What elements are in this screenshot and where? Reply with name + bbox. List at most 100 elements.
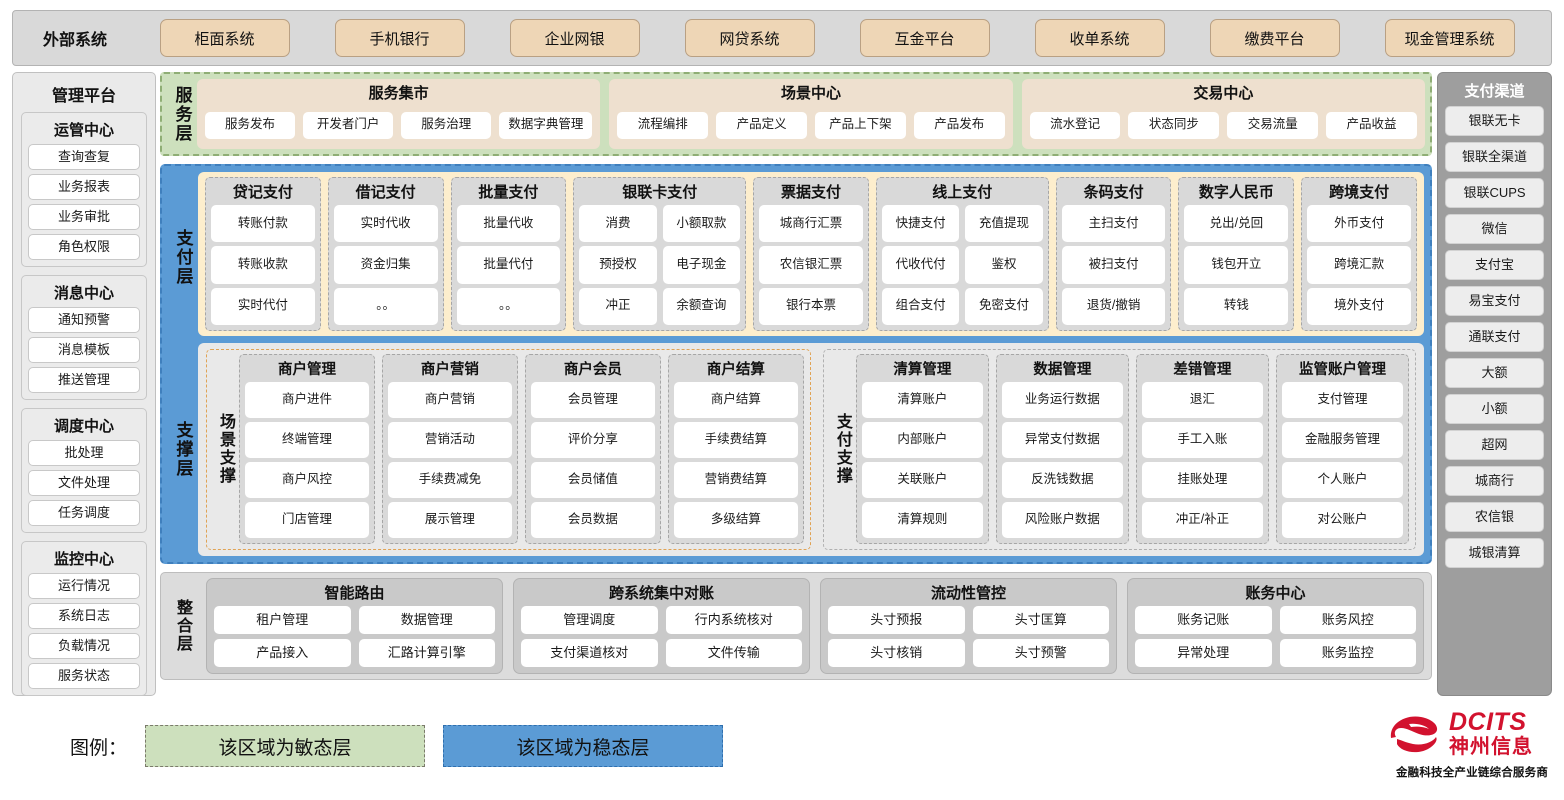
service-item[interactable]: 产品上下架 bbox=[814, 111, 906, 139]
sidebar-item-3-3[interactable]: 服务状态 bbox=[28, 663, 140, 689]
integration-item[interactable]: 文件传输 bbox=[665, 639, 802, 667]
sidebar-item-0-3[interactable]: 角色权限 bbox=[28, 234, 140, 260]
support-item[interactable]: 金融服务管理 bbox=[1281, 422, 1403, 458]
integration-item[interactable]: 产品接入 bbox=[214, 639, 351, 667]
support-item[interactable]: 手工入账 bbox=[1141, 422, 1263, 458]
external-system-chip[interactable]: 柜面系统 bbox=[159, 19, 290, 57]
integration-item[interactable]: 头寸预报 bbox=[828, 606, 965, 634]
sidebar-item-2-2[interactable]: 任务调度 bbox=[28, 500, 140, 526]
support-item[interactable]: 会员管理 bbox=[530, 382, 655, 418]
support-item[interactable]: 个人账户 bbox=[1281, 462, 1403, 498]
support-item[interactable]: 异常支付数据 bbox=[1001, 422, 1123, 458]
support-item[interactable]: 退汇 bbox=[1141, 382, 1263, 418]
sidebar-item-3-0[interactable]: 运行情况 bbox=[28, 573, 140, 599]
payment-item[interactable]: 被扫支付 bbox=[1061, 246, 1166, 284]
support-item[interactable]: 手续费减免 bbox=[387, 462, 512, 498]
payment-channel-item[interactable]: 微信 bbox=[1445, 214, 1544, 244]
external-system-chip[interactable]: 手机银行 bbox=[334, 19, 465, 57]
payment-channel-item[interactable]: 银联全渠道 bbox=[1445, 142, 1544, 172]
support-item[interactable]: 清算规则 bbox=[861, 502, 983, 538]
support-item[interactable]: 冲正/补正 bbox=[1141, 502, 1263, 538]
payment-item[interactable]: 农信银汇票 bbox=[759, 246, 863, 284]
payment-item[interactable]: 鉴权 bbox=[965, 246, 1043, 284]
integration-item[interactable]: 管理调度 bbox=[521, 606, 658, 634]
support-item[interactable]: 会员数据 bbox=[530, 502, 655, 538]
service-item[interactable]: 交易流量 bbox=[1227, 111, 1319, 139]
payment-item[interactable]: 组合支付 bbox=[881, 287, 960, 325]
support-item[interactable]: 展示管理 bbox=[387, 502, 512, 538]
payment-item[interactable]: 。。 bbox=[456, 287, 561, 325]
integration-item[interactable]: 账务记账 bbox=[1135, 606, 1272, 634]
payment-item[interactable]: 批量代付 bbox=[456, 246, 561, 284]
support-item[interactable]: 反洗钱数据 bbox=[1001, 462, 1123, 498]
sidebar-item-1-1[interactable]: 消息模板 bbox=[28, 337, 140, 363]
support-item[interactable]: 门店管理 bbox=[245, 502, 369, 538]
payment-channel-item[interactable]: 大额 bbox=[1445, 358, 1544, 388]
payment-channel-item[interactable]: 通联支付 bbox=[1445, 322, 1544, 352]
payment-item[interactable]: 境外支付 bbox=[1307, 287, 1412, 325]
support-item[interactable]: 清算账户 bbox=[861, 382, 983, 418]
service-item[interactable]: 数据字典管理 bbox=[499, 111, 593, 139]
payment-item[interactable]: 退货/撤销 bbox=[1061, 287, 1166, 325]
payment-item[interactable]: 主扫支付 bbox=[1061, 205, 1166, 243]
service-item[interactable]: 流水登记 bbox=[1029, 111, 1121, 139]
sidebar-item-2-1[interactable]: 文件处理 bbox=[28, 470, 140, 496]
integration-item[interactable]: 租户管理 bbox=[214, 606, 351, 634]
payment-item[interactable]: 免密支付 bbox=[965, 287, 1043, 325]
support-item[interactable]: 支付管理 bbox=[1281, 382, 1403, 418]
sidebar-item-2-0[interactable]: 批处理 bbox=[28, 440, 140, 466]
payment-item[interactable]: 。。 bbox=[333, 287, 438, 325]
sidebar-item-3-2[interactable]: 负载情况 bbox=[28, 633, 140, 659]
payment-item[interactable]: 外币支付 bbox=[1307, 205, 1412, 243]
payment-item[interactable]: 钱包开立 bbox=[1184, 246, 1289, 284]
support-item[interactable]: 风险账户数据 bbox=[1001, 502, 1123, 538]
external-system-chip[interactable]: 网贷系统 bbox=[684, 19, 815, 57]
service-item[interactable]: 服务治理 bbox=[401, 111, 492, 139]
external-system-chip[interactable]: 缴费平台 bbox=[1209, 19, 1340, 57]
payment-item[interactable]: 充值提现 bbox=[965, 205, 1043, 243]
payment-item[interactable]: 小额取款 bbox=[662, 205, 741, 243]
support-item[interactable]: 内部账户 bbox=[861, 422, 983, 458]
integration-item[interactable]: 账务风控 bbox=[1279, 606, 1416, 634]
payment-item[interactable]: 转账收款 bbox=[211, 246, 315, 284]
service-item[interactable]: 产品发布 bbox=[913, 111, 1005, 139]
payment-item[interactable]: 资金归集 bbox=[333, 246, 438, 284]
support-item[interactable]: 商户营销 bbox=[387, 382, 512, 418]
payment-item[interactable]: 实时代付 bbox=[211, 287, 315, 325]
integration-item[interactable]: 异常处理 bbox=[1135, 639, 1272, 667]
support-item[interactable]: 挂账处理 bbox=[1141, 462, 1263, 498]
service-item[interactable]: 服务发布 bbox=[205, 111, 296, 139]
support-item[interactable]: 多级结算 bbox=[673, 502, 798, 538]
payment-channel-item[interactable]: 城银清算 bbox=[1445, 538, 1544, 568]
service-item[interactable]: 流程编排 bbox=[617, 111, 709, 139]
support-item[interactable]: 商户进件 bbox=[245, 382, 369, 418]
payment-item[interactable]: 跨境汇款 bbox=[1307, 246, 1412, 284]
payment-item[interactable]: 转账付款 bbox=[211, 205, 315, 243]
sidebar-item-1-2[interactable]: 推送管理 bbox=[28, 367, 140, 393]
payment-channel-item[interactable]: 银联CUPS bbox=[1445, 178, 1544, 208]
integration-item[interactable]: 头寸预警 bbox=[972, 639, 1109, 667]
payment-channel-item[interactable]: 支付宝 bbox=[1445, 250, 1544, 280]
payment-item[interactable]: 预授权 bbox=[579, 246, 657, 284]
external-system-chip[interactable]: 互金平台 bbox=[859, 19, 990, 57]
support-item[interactable]: 营销活动 bbox=[387, 422, 512, 458]
support-item[interactable]: 业务运行数据 bbox=[1001, 382, 1123, 418]
sidebar-item-0-0[interactable]: 查询查复 bbox=[28, 144, 140, 170]
payment-item[interactable]: 快捷支付 bbox=[881, 205, 960, 243]
integration-item[interactable]: 行内系统核对 bbox=[665, 606, 802, 634]
payment-channel-item[interactable]: 银联无卡 bbox=[1445, 106, 1544, 136]
external-system-chip[interactable]: 企业网银 bbox=[509, 19, 640, 57]
payment-channel-item[interactable]: 城商行 bbox=[1445, 466, 1544, 496]
payment-channel-item[interactable]: 小额 bbox=[1445, 394, 1544, 424]
support-item[interactable]: 对公账户 bbox=[1281, 502, 1403, 538]
payment-item[interactable]: 城商行汇票 bbox=[759, 205, 863, 243]
integration-item[interactable]: 头寸匡算 bbox=[972, 606, 1109, 634]
payment-channel-item[interactable]: 农信银 bbox=[1445, 502, 1544, 532]
integration-item[interactable]: 支付渠道核对 bbox=[521, 639, 658, 667]
support-item[interactable]: 手续费结算 bbox=[673, 422, 798, 458]
payment-item[interactable]: 余额查询 bbox=[662, 287, 741, 325]
service-item[interactable]: 产品收益 bbox=[1326, 111, 1417, 139]
sidebar-item-0-1[interactable]: 业务报表 bbox=[28, 174, 140, 200]
integration-item[interactable]: 账务监控 bbox=[1279, 639, 1416, 667]
payment-item[interactable]: 银行本票 bbox=[759, 287, 863, 325]
